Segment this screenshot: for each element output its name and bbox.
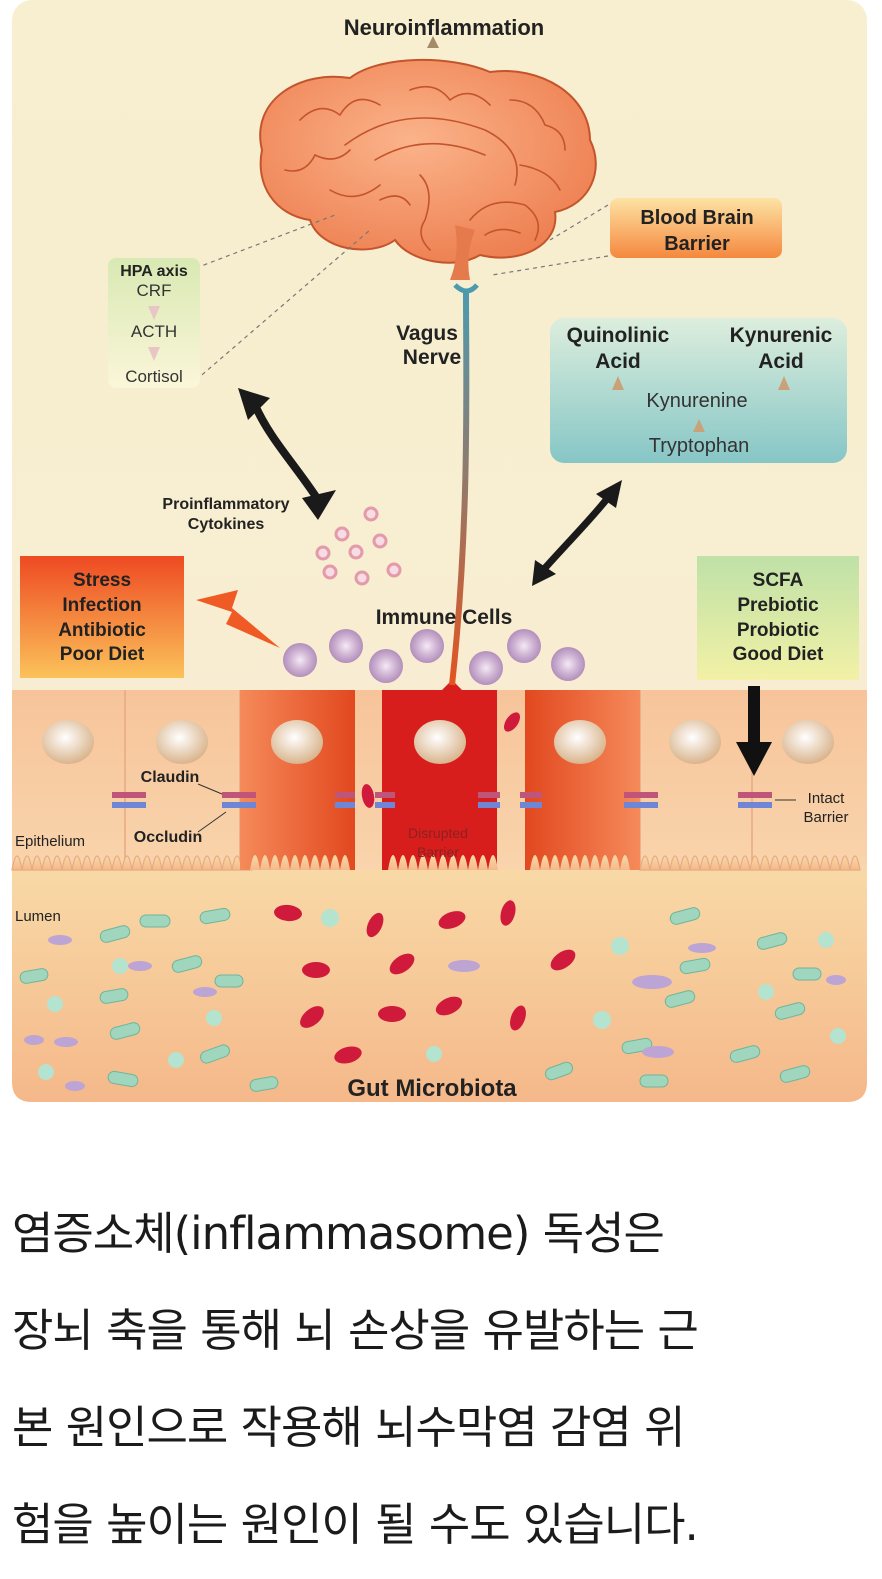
caption-line-2: 장뇌 축을 통해 뇌 손상을 유발하는 근 [12,1304,699,1357]
hpa-axis-box: HPA axis CRF ACTH Cortisol [108,258,200,388]
stressor-antibiotic: Antibiotic [58,620,146,641]
lumen-label: Lumen [15,908,61,925]
kynurenine-pathway-box: Quinolinic Acid Kynurenic Acid Kynurenin… [550,318,847,463]
intact-barrier-line2: Barrier [803,809,848,826]
epithelium-label: Epithelium [15,833,85,850]
neuroinflammation-arrow-icon [427,36,439,48]
lumen-region [12,870,867,1102]
claudin-leader [197,783,223,795]
hpa-acth: ACTH [131,322,177,341]
stressor-poor-diet: Poor Diet [60,644,145,665]
cytokines-label-line2: Cytokines [188,516,265,533]
cytokine-particles [315,506,402,586]
hpa-cortisol: Cortisol [125,367,183,386]
blood-brain-barrier-box: Blood Brain Barrier [610,198,782,258]
leader-lines [195,204,609,381]
lightning-bolt-icon [196,590,280,648]
hpa-title: HPA axis [120,263,188,280]
protector-probiotic: Probiotic [737,620,820,641]
stressor-infection: Infection [62,595,141,616]
double-arrow-icon [532,480,622,586]
stressor-stress: Stress [73,570,131,591]
tryptophan-label: Tryptophan [649,435,749,457]
occludin-leader [197,811,227,833]
double-arrow-icon [238,388,336,520]
epithelium-layer [11,680,867,871]
protector-scfa: SCFA [753,570,804,591]
kynurenine-label: Kynurenine [646,390,747,412]
immune-cells [283,629,585,685]
caption-line-1: 염증소체(inflammasome) 독성은 [12,1207,665,1260]
up-arrow-icon [612,376,624,390]
hpa-crf: CRF [137,281,172,300]
caption-line-4: 험을 높이는 원인이 될 수도 있습니다. [12,1498,699,1551]
gut-brain-axis-diagram: Neuroinflammation Vagus Nerve Blood Brai… [11,0,867,1102]
tight-junctions [112,792,772,808]
protectors-box: SCFA Prebiotic Probiotic Good Diet [697,556,859,680]
quinolinic-acid-line2: Acid [595,350,641,373]
claudin-label: Claudin [141,769,200,786]
bbb-label-line2: Barrier [664,233,730,255]
disrupted-barrier-line1: Disrupted [408,825,468,841]
vagus-nerve-label-line1: Vagus [396,322,458,345]
disrupted-barrier-line2: Barrier [417,844,459,860]
vagus-nerve-label-line2: Nerve [403,346,461,369]
article-caption: 염증소체(inflammasome) 독성은 장뇌 축을 통해 뇌 손상을 유발… [12,1185,872,1573]
kynurenic-acid-line1: Kynurenic [730,324,833,347]
cocci-bacteria [38,909,846,1080]
vagus-nerve [449,283,479,686]
brain-illustration [259,58,597,280]
cell-nuclei [42,720,834,764]
kynurenic-acid-line2: Acid [758,350,804,373]
protector-good-diet: Good Diet [733,644,824,665]
caption-line-3: 본 원인으로 작용해 뇌수막염 감염 위 [12,1401,686,1454]
stressors-box: Stress Infection Antibiotic Poor Diet [20,556,184,678]
bbb-label-line1: Blood Brain [640,207,753,229]
neuroinflammation-label: Neuroinflammation [344,15,544,40]
lumen-particles [24,935,846,1091]
occludin-label: Occludin [134,829,202,846]
intact-barrier-line1: Intact [808,790,846,807]
down-arrow-icon [736,686,772,776]
up-arrow-icon [693,419,705,432]
protector-prebiotic: Prebiotic [737,595,819,616]
up-arrow-icon [778,376,790,390]
pathogenic-bacteria [274,900,576,1064]
invading-pathogens [361,712,520,808]
cytokines-label-line1: Proinflammatory [162,496,289,513]
down-arrow-icon [148,347,160,361]
gut-microbiota-label: Gut Microbiota [347,1075,517,1102]
commensal-bacteria [19,907,822,1092]
quinolinic-acid-line1: Quinolinic [567,324,670,347]
immune-cells-label: Immune Cells [376,606,513,629]
down-arrow-icon [148,306,160,320]
